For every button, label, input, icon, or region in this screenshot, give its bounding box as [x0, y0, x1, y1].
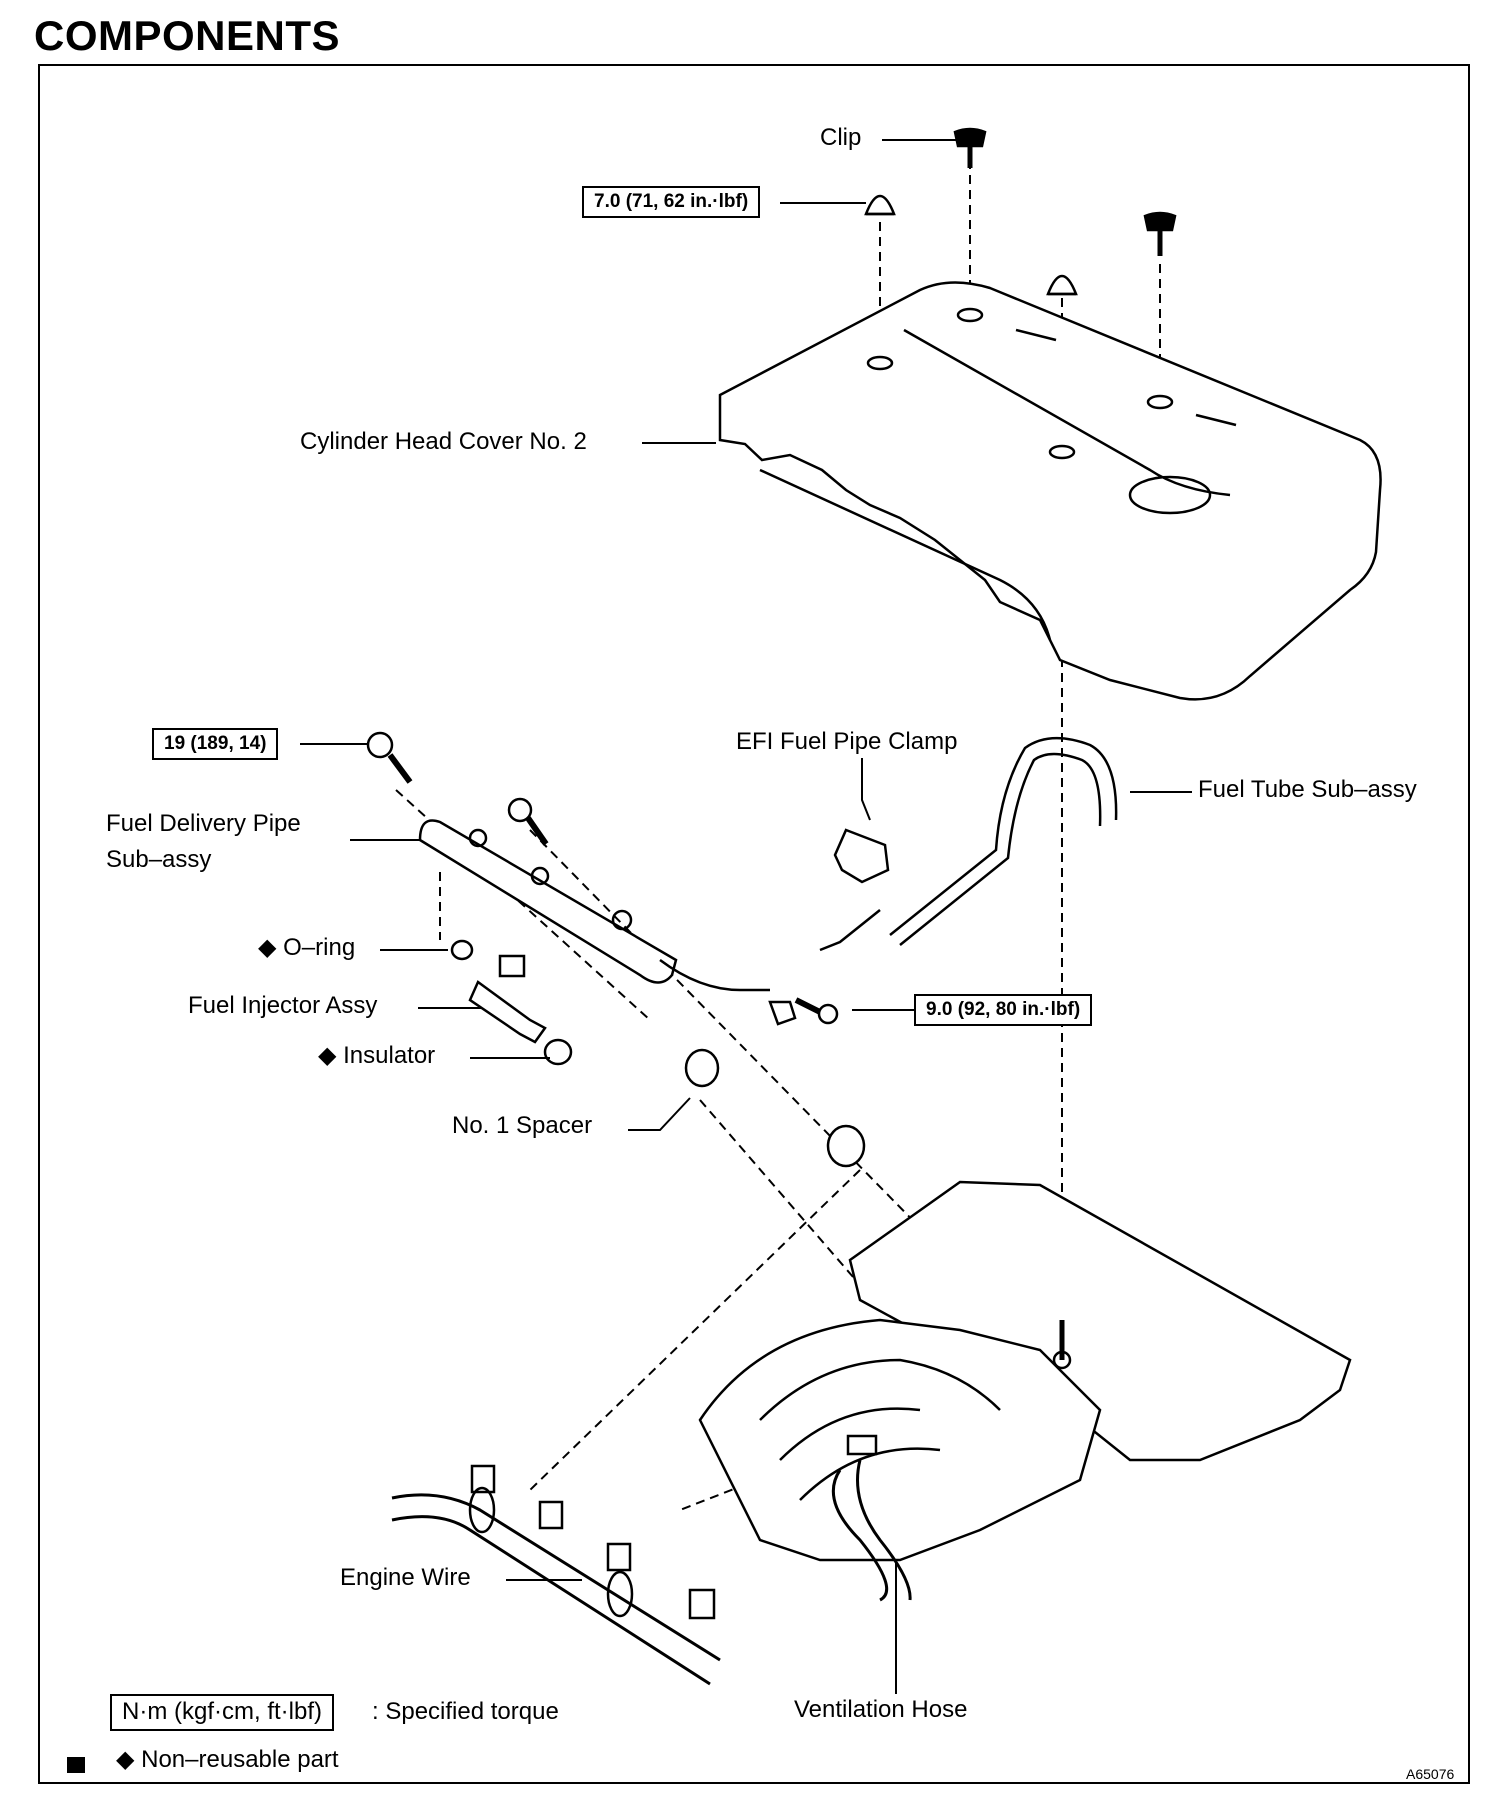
- cylinder-head-cover-shape: [718, 281, 1382, 701]
- label-fuel-tube: Fuel Tube Sub–assy: [1198, 776, 1417, 803]
- fuel-tube-shape: [768, 736, 1118, 1026]
- legend-torque-desc: : Specified torque: [372, 1698, 559, 1725]
- book-icon: [67, 1757, 85, 1773]
- label-efi-fuel-pipe-clamp: EFI Fuel Pipe Clamp: [736, 728, 958, 755]
- bolt-icon: [794, 997, 839, 1025]
- label-clip: Clip: [820, 124, 862, 151]
- torque-clamp-bolt: 9.0 (92, 80 in.·lbf): [914, 994, 1093, 1026]
- label-fuel-delivery-pipe-2: Sub–assy: [106, 846, 212, 873]
- label-engine-wire: Engine Wire: [340, 1564, 471, 1591]
- figure-code: A65076: [1406, 1766, 1455, 1782]
- label-insulator: ◆ Insulator: [318, 1042, 436, 1069]
- torque-delivery-bolt: 19 (189, 14): [152, 728, 279, 760]
- legend-nonreusable: ◆ Non–reusable part: [116, 1746, 339, 1773]
- torque-cover-nut: 7.0 (71, 62 in.·lbf): [582, 186, 761, 218]
- cap-nut-icon: [864, 194, 896, 216]
- label-fuel-injector: Fuel Injector Assy: [188, 992, 378, 1019]
- label-fuel-delivery-pipe: Fuel Delivery Pipe: [106, 810, 301, 837]
- clip-icon: [953, 127, 987, 168]
- insulator-icon: [543, 1038, 573, 1066]
- bolt-icon: [507, 797, 549, 846]
- o-ring-icon: [450, 939, 474, 961]
- label-ventilation-hose: Ventilation Hose: [794, 1696, 968, 1723]
- engine-wire-shape: [391, 1464, 721, 1686]
- bolt-icon: [366, 731, 413, 784]
- efi-fuel-pipe-clamp-icon: [833, 828, 890, 884]
- label-o-ring: ◆ O–ring: [258, 934, 356, 961]
- diagram-frame: [38, 64, 1470, 1784]
- leader-lines: [300, 139, 1192, 1694]
- clip-icon: [1143, 211, 1177, 256]
- label-cylinder-head-cover: Cylinder Head Cover No. 2: [300, 428, 587, 455]
- ventilation-hose-shape: [831, 1434, 912, 1602]
- fuel-delivery-pipe-shape: [418, 819, 770, 992]
- page-title: COMPONENTS: [34, 12, 341, 59]
- spacer-icon: [684, 1048, 866, 1168]
- fuel-injector-icon: [468, 954, 547, 1044]
- label-no1-spacer: No. 1 Spacer: [452, 1112, 593, 1139]
- engine-manifold-shape: [698, 1180, 1352, 1562]
- legend-torque-unit: N·m (kgf·cm, ft·lbf): [110, 1694, 334, 1731]
- cap-nut-icon: [1046, 274, 1078, 296]
